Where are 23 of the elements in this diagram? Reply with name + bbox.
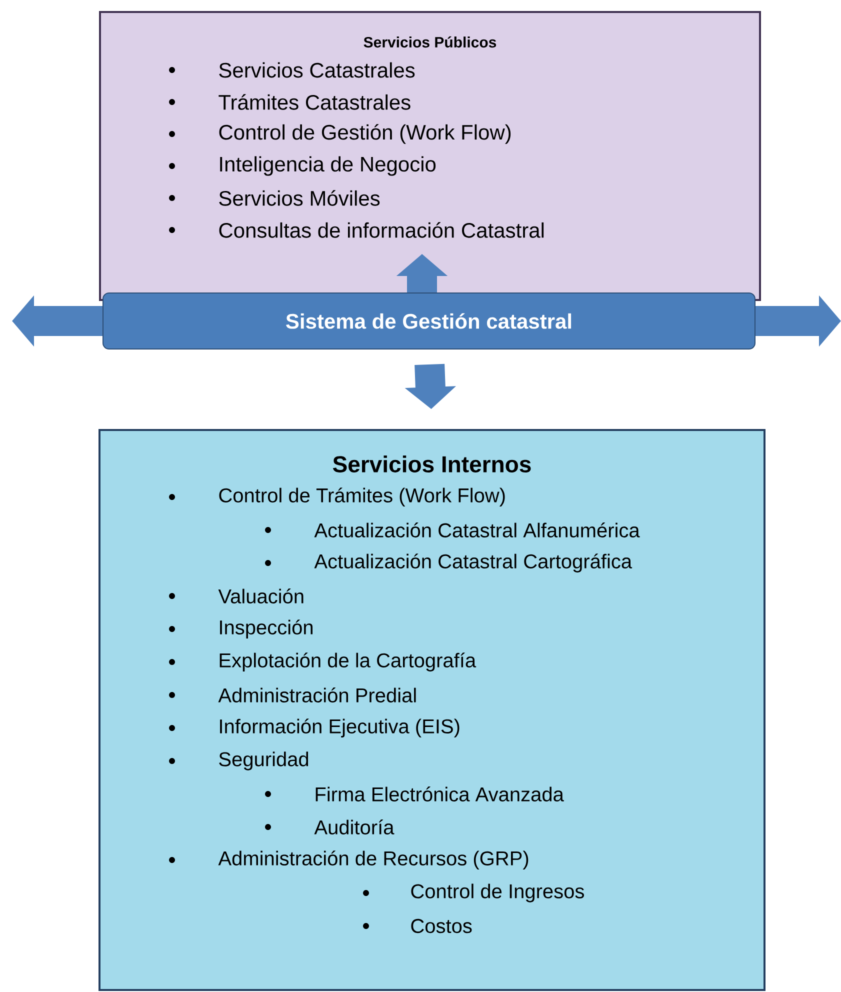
list-item: Costos xyxy=(411,918,472,934)
list-item: Información Ejecutiva (EIS) xyxy=(220,718,460,738)
list-item: Control de Trámites (Work Flow) xyxy=(219,488,505,506)
list-item: Inspección xyxy=(220,620,312,638)
system-bar: Sistema de Gestión catastral xyxy=(102,292,756,350)
list-item: Seguridad xyxy=(219,752,308,770)
list-item: Servicios Móviles xyxy=(219,190,380,206)
panel-heading: Servicios Internos xyxy=(332,456,531,472)
list-item: Control de Gestión (Work Flow) xyxy=(219,124,511,144)
list-item: Auditoría xyxy=(314,820,394,834)
list-item: Firma Electrónica Avanzada xyxy=(316,786,564,802)
list-item: Servicios Catastrales xyxy=(219,62,415,78)
list-item: Administración Predial xyxy=(218,688,416,702)
list-item: Actualización Catastral Cartográfica xyxy=(314,554,632,572)
list-item: Inteligencia de Negocio xyxy=(220,156,436,176)
list-item: Administración de Recursos (GRP) xyxy=(218,850,528,870)
list-item: Explotación de la Cartografía xyxy=(220,652,476,672)
list-item: Consultas de información Catastral xyxy=(219,222,544,238)
list-item: Actualización Catastral Alfanumérica xyxy=(314,522,640,538)
panel-heading: Servicios Públicos xyxy=(364,36,496,48)
list-item: Trámites Catastrales xyxy=(218,94,410,110)
list-item: Valuación xyxy=(218,588,304,604)
list-item: Control de Ingresos xyxy=(411,884,584,902)
